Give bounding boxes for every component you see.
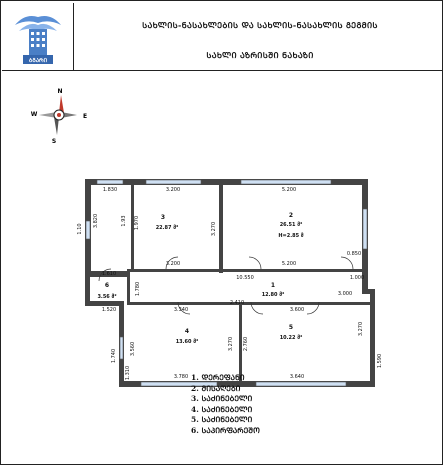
legend-item: 4. ᲡᲐᲫᲘᲜᲔᲑᲔᲚᲘ <box>191 404 253 414</box>
logo-box: ᲑᲒᲐᲠᲘ <box>3 3 74 71</box>
room-5-area: 10.22 მ² <box>280 335 303 341</box>
compass-s: S <box>52 138 56 145</box>
dim-left-low: 1.740 <box>111 349 117 363</box>
dim-r4-r: 3.270 <box>228 337 234 351</box>
dim-r5-r: 3.270 <box>358 322 364 336</box>
dim-right-low: 1.590 <box>377 354 383 368</box>
dim-top-left: 1.830 <box>103 187 117 193</box>
dim-corr-r: 3.000 <box>338 291 352 297</box>
room-2-number: 2 <box>289 212 293 219</box>
compass-rose-icon: N E S W <box>31 88 87 145</box>
room-2-height: H=2.85 მ <box>278 233 303 239</box>
title-line-1: ᲡᲐᲮᲚᲘᲡ-ᲜᲐᲡᲐᲮᲚᲔᲑᲘᲡ ᲓᲐ ᲡᲐᲮᲚᲘᲡ-ᲜᲐᲡᲐᲮᲚᲘᲡ ᲒᲔᲒ… <box>142 20 378 30</box>
inner-walls <box>127 185 371 384</box>
room-1-area: 12.80 მ² <box>262 292 285 298</box>
room-3-area: 22.87 მ² <box>156 225 179 231</box>
room-labels: 3 22.87 მ² 2 26.51 მ² H=2.85 მ 1 12.80 მ… <box>97 212 303 345</box>
floor-plan-drawing: 1.830 3.200 5.200 1.10 3.820 1.93 1.970 … <box>77 179 383 387</box>
dim-room3-h: 3.270 <box>211 222 217 236</box>
dim-room2-h: 0.850 <box>347 251 361 257</box>
compass-w: W <box>31 111 38 118</box>
dim-r5-top: 3.600 <box>290 307 304 313</box>
dim-left-low2: 1.310 <box>125 366 131 380</box>
room-6-number: 6 <box>105 282 109 289</box>
dim-top-mid: 3.200 <box>166 187 180 193</box>
dim-left-b: 3.820 <box>93 214 99 228</box>
dim-wall-a: 1.93 <box>121 215 127 226</box>
dim-corr-mid: 2.410 <box>230 300 244 306</box>
logo-text: ᲑᲒᲐᲠᲘ <box>29 57 48 64</box>
dim-r5-h: 2.760 <box>243 337 249 351</box>
compass-e: E <box>83 113 87 120</box>
door-swings <box>98 256 354 315</box>
dim-r4-top: 3.340 <box>174 307 188 313</box>
room-6-area: 3.56 მ² <box>97 294 116 300</box>
dim-corr-small: 1.000 <box>350 275 364 281</box>
dim-top-right: 5.200 <box>282 187 296 193</box>
logo-building-icon: ᲑᲒᲐᲠᲘ <box>15 16 61 64</box>
legend-item: 6. ᲡᲐᲞᲘᲠᲤᲐᲠᲔᲨᲝ <box>191 425 260 435</box>
dim-r5-b: 3.640 <box>290 374 304 380</box>
legend-item: 1. ᲓᲔᲠᲔᲤᲐᲜᲘ <box>191 373 245 382</box>
legend-item: 5. ᲡᲐᲫᲘᲜᲔᲑᲔᲚᲘ <box>191 415 253 424</box>
dim-wall-b: 1.970 <box>134 216 140 230</box>
dim-r6-h: 1.780 <box>135 282 141 296</box>
title-line-2: ᲡᲐᲮᲚᲘ ᲐᲖᲠᲘᲡᲨᲘ ᲜᲐᲮᲐᲖᲘ <box>206 50 314 60</box>
room-4-number: 4 <box>185 328 189 335</box>
room-2-area: 26.51 მ² <box>280 222 303 228</box>
room-5-number: 5 <box>289 324 293 331</box>
dim-left-a: 1.10 <box>77 223 83 234</box>
windows <box>85 179 368 387</box>
compass-n: N <box>57 88 62 95</box>
header: ᲑᲒᲐᲠᲘ ᲡᲐᲮᲚᲘᲡ-ᲜᲐᲡᲐᲮᲚᲔᲑᲘᲡ ᲓᲐ ᲡᲐᲮᲚᲘᲡ-ᲜᲐᲡᲐᲮᲚ… <box>2 2 443 71</box>
legend-item: 3. ᲡᲐᲫᲘᲜᲔᲑᲔᲚᲘ <box>191 394 253 403</box>
room-1-number: 1 <box>271 282 275 289</box>
legend-item: 2. ᲛᲘᲡᲐᲦᲔᲑᲘ <box>191 383 241 393</box>
room-4-area: 13.60 მ² <box>176 339 199 345</box>
dim-r6-b: 1.520 <box>102 307 116 313</box>
dim-r4-b: 3.780 <box>174 374 188 380</box>
dim-r6-w: 1.610 <box>102 271 116 277</box>
dim-room2-b: 5.200 <box>282 261 296 267</box>
dim-corr-top: 10.550 <box>236 275 254 281</box>
room-3-number: 3 <box>161 214 165 221</box>
dim-room3-w: 3.200 <box>166 261 180 267</box>
room-legend: 1. ᲓᲔᲠᲔᲤᲐᲜᲘ 2. ᲛᲘᲡᲐᲦᲔᲑᲘ 3. ᲡᲐᲫᲘᲜᲔᲑᲔᲚᲘ 4.… <box>191 373 260 436</box>
dimension-labels: 1.830 3.200 5.200 1.10 3.820 1.93 1.970 … <box>77 187 383 380</box>
dim-r4-h: 3.560 <box>130 342 136 356</box>
